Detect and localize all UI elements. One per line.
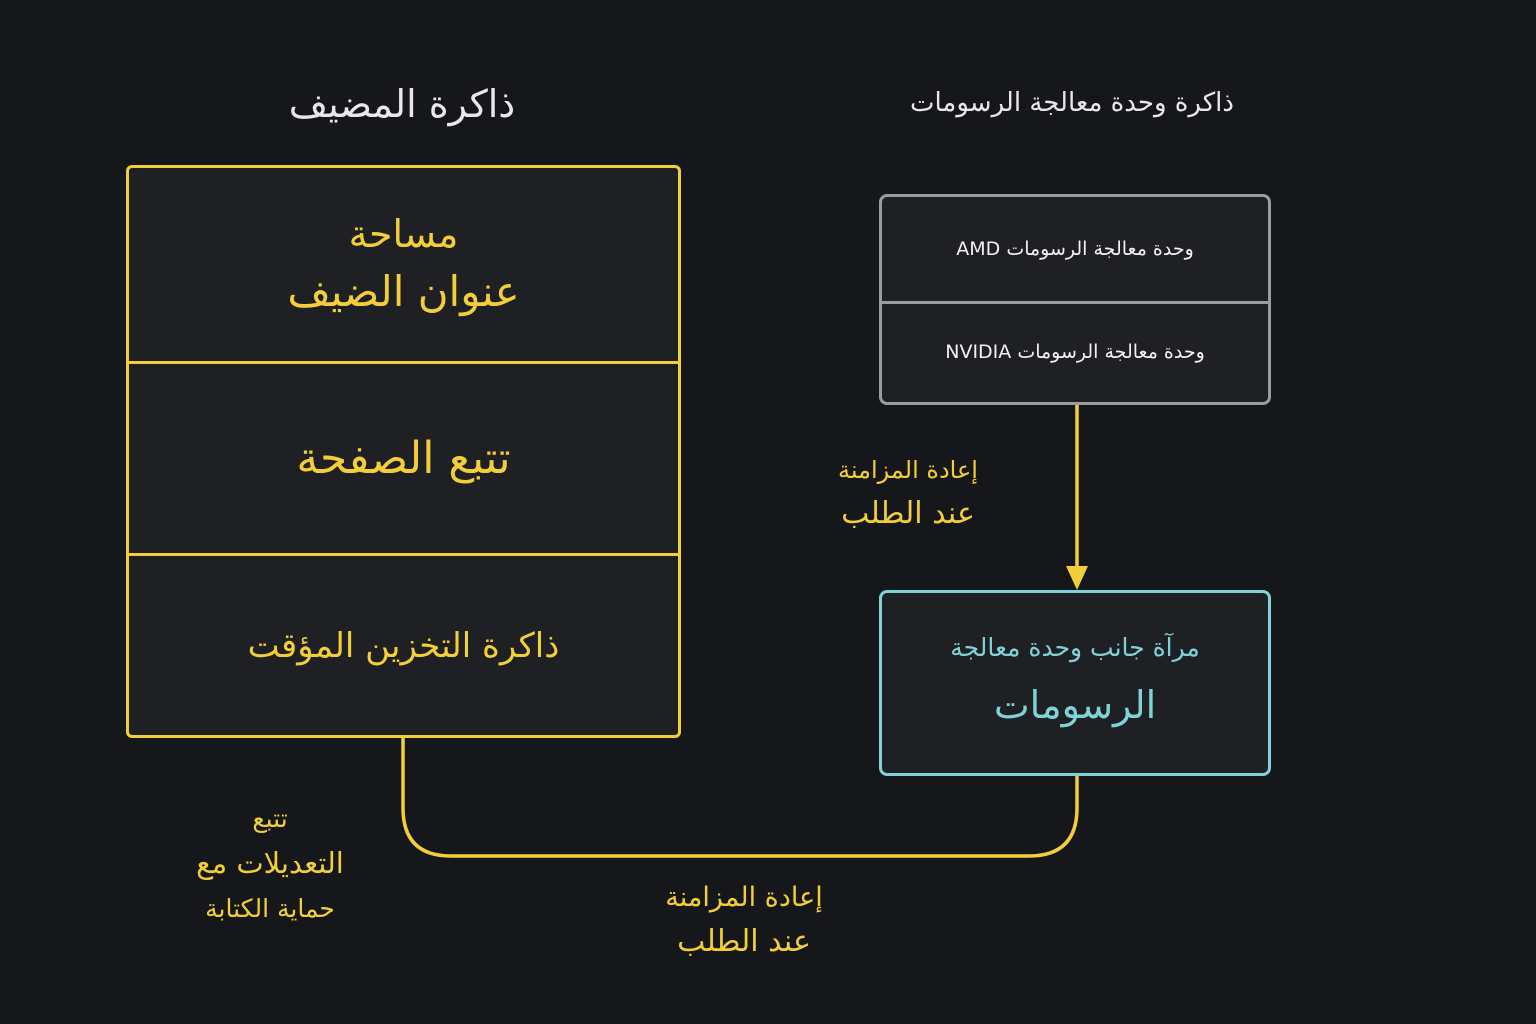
gpu-side-mirror-label-line2: الرسومات [993, 683, 1157, 727]
gpu-side-mirror-box: مرآة جانب وحدة معالجة الرسومات [879, 590, 1271, 776]
guest-address-space-label-line1: مساحة [348, 211, 459, 256]
gpu-memory-stack: وحدة معالجة الرسومات AMD وحدة معالجة الر… [879, 194, 1271, 405]
resync-bottom-line1: إعادة المزامنة [665, 882, 823, 913]
gpu-to-mirror-arrowhead [1066, 566, 1088, 590]
gpu-side-mirror-label-line1: مرآة جانب وحدة معالجة [950, 633, 1200, 662]
resync-right-line2: عند الطلب [841, 496, 975, 531]
write-protect-line2: التعديلات مع [196, 846, 344, 880]
guest-address-space-label-line2: عنوان الضيف [287, 266, 520, 316]
amd-gpu-label: وحدة معالجة الرسومات AMD [956, 238, 1194, 260]
nvidia-gpu-label: وحدة معالجة الرسومات NVIDIA [945, 340, 1205, 363]
cache-memory-label: ذاكرة التخزين المؤقت [247, 625, 560, 666]
page-tracking-label: تتبع الصفحة [296, 433, 511, 484]
amd-gpu-row: وحدة معالجة الرسومات AMD [882, 197, 1268, 304]
write-protect-line1: تتبع [252, 804, 288, 833]
resync-right-line1: إعادة المزامنة [838, 456, 978, 484]
page-tracking-cell: تتبع الصفحة [129, 364, 678, 556]
guest-address-space-cell: مساحة عنوان الضيف [129, 168, 678, 364]
gpu-memory-title: ذاكرة وحدة معالجة الرسومات [910, 88, 1234, 118]
host-memory-stack: مساحة عنوان الضيف تتبع الصفحة ذاكرة التخ… [126, 165, 681, 738]
cache-memory-cell: ذاكرة التخزين المؤقت [129, 556, 678, 735]
nvidia-gpu-row: وحدة معالجة الرسومات NVIDIA [882, 301, 1268, 402]
write-protect-line3: حماية الكتابة [205, 894, 335, 923]
host-memory-title: ذاكرة المضيف [288, 82, 516, 126]
resync-bottom-line2: عند الطلب [677, 924, 811, 959]
host-to-mirror-connector [401, 738, 1079, 858]
